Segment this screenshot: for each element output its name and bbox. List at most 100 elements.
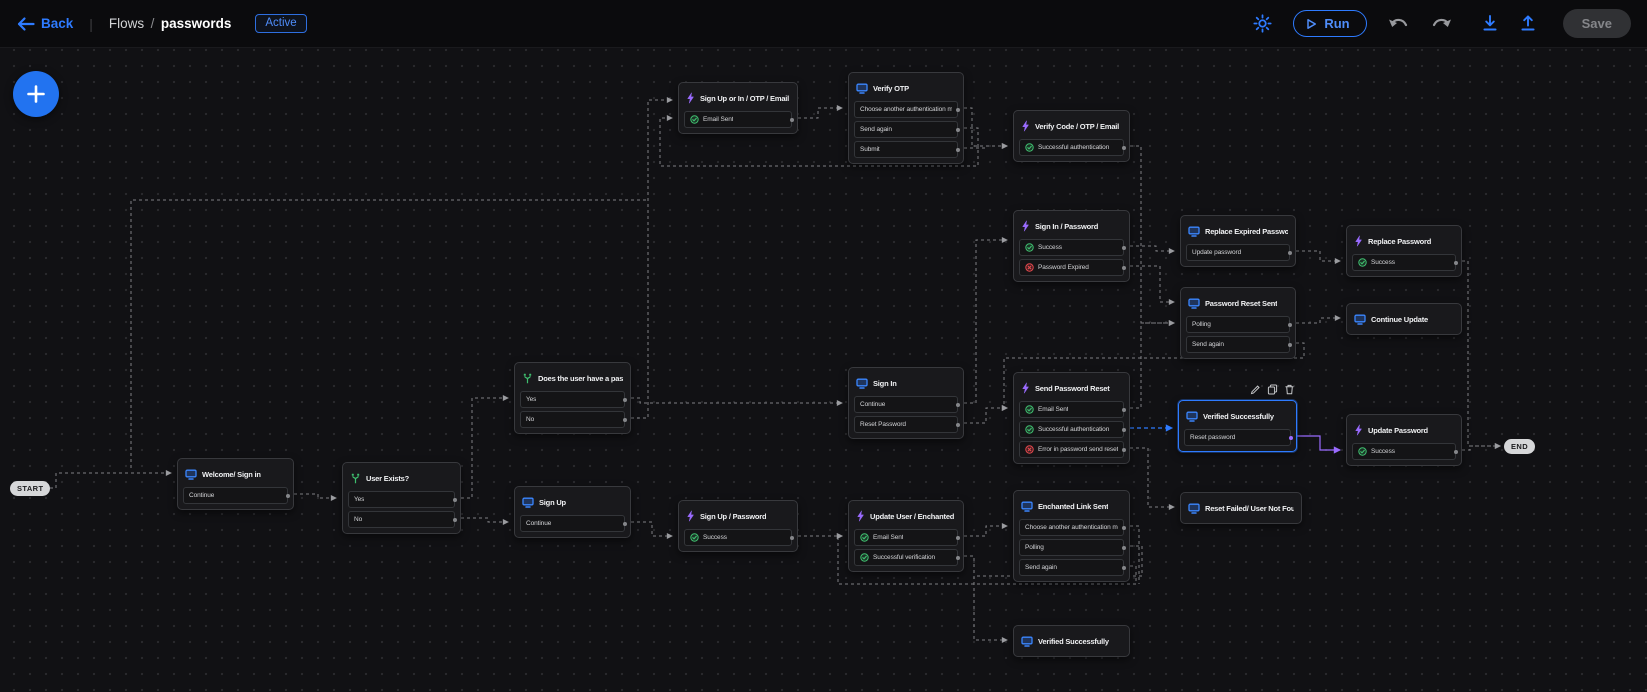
output-port[interactable] [623,397,627,402]
output-port[interactable] [1288,322,1292,327]
settings-button[interactable] [1252,13,1273,34]
output-port[interactable] [790,535,794,540]
flow-edge[interactable] [1130,265,1175,305]
undo-button[interactable] [1387,16,1410,32]
edit-node-button[interactable] [1250,384,1261,395]
flow-edge[interactable] [1297,435,1342,454]
end-badge[interactable]: END [1504,439,1536,454]
node-output-row[interactable]: No [348,511,457,528]
duplicate-node-button[interactable] [1267,384,1278,395]
output-port[interactable] [1288,250,1292,255]
node-output-row[interactable]: Polling [1186,316,1292,333]
flow-edge[interactable] [964,237,1008,404]
delete-node-button[interactable] [1284,384,1295,395]
node-output-row[interactable]: Yes [520,391,627,408]
node-output-row[interactable]: Password Expired [1019,259,1126,276]
flow-edge[interactable] [659,115,979,167]
node-output-row[interactable]: Yes [348,491,457,508]
flow-edge[interactable] [1130,525,1140,584]
output-port[interactable] [1122,545,1126,550]
import-button[interactable] [1519,14,1537,33]
export-button[interactable] [1481,14,1499,33]
output-port[interactable] [1454,449,1458,454]
output-port[interactable] [1454,260,1458,265]
output-port[interactable] [1122,245,1126,250]
flow-edge[interactable] [1130,145,1175,326]
node-output-row[interactable]: Submit [854,141,960,158]
node-output-row[interactable]: Choose another authentication method [1019,519,1126,536]
flow-edge[interactable] [1296,315,1341,324]
output-port[interactable] [956,402,960,407]
flow-edge[interactable] [798,105,843,119]
output-port[interactable] [1122,407,1126,412]
output-port[interactable] [956,535,960,540]
flow-edge[interactable] [631,397,843,406]
node-update-user-enchanted-link[interactable]: Update User / Enchanted Link /...Email S… [848,500,964,572]
node-output-row[interactable]: Successful verification [854,549,960,566]
output-port[interactable] [453,517,457,522]
output-port[interactable] [790,117,794,122]
flow-edge[interactable] [1130,447,1175,510]
node-output-row[interactable]: Continue [183,487,290,504]
node-output-row[interactable]: Send again [1186,336,1292,353]
node-output-row[interactable]: Send again [854,121,960,138]
node-output-row[interactable]: Polling [1019,539,1126,556]
output-port[interactable] [956,147,960,152]
node-output-row[interactable]: Error in password send reset [1019,441,1126,458]
output-port[interactable] [1122,525,1126,530]
start-badge[interactable]: START [10,481,51,496]
node-reset-failed-user-not-found[interactable]: Reset Failed/ User Not Found [1180,492,1302,524]
output-port[interactable] [1122,565,1126,570]
flow-edge[interactable] [294,493,337,501]
node-output-row[interactable]: Send again [1019,559,1126,576]
flow-edge[interactable] [461,517,509,525]
node-output-row[interactable]: Continue [520,515,627,532]
flow-edge[interactable] [964,107,1008,149]
breadcrumb-flows[interactable]: Flows [108,15,145,31]
save-button[interactable]: Save [1562,9,1631,38]
output-port[interactable] [1122,447,1126,452]
node-continue-update[interactable]: Continue Update [1346,303,1462,335]
output-port[interactable] [623,417,627,422]
node-output-row[interactable]: Reset Password [854,416,960,433]
node-output-row[interactable]: Email Sent [854,529,960,546]
flow-edge[interactable] [1462,443,1501,451]
flow-edge[interactable] [1130,245,1175,254]
output-port[interactable] [1122,145,1126,150]
redo-button[interactable] [1430,16,1453,32]
output-port[interactable] [1288,342,1292,347]
node-output-row[interactable]: Successful authentication [1019,421,1126,438]
output-port[interactable] [1122,265,1126,270]
output-port[interactable] [1289,435,1293,440]
back-button[interactable]: Back [16,16,73,32]
flow-edge[interactable] [964,523,1008,537]
node-output-row[interactable]: Update password [1186,244,1292,261]
node-output-row[interactable]: No [520,411,627,428]
node-verified-successfully-2[interactable]: Verified Successfully [1013,625,1130,657]
node-output-row[interactable]: Success [1019,239,1126,256]
node-output-row[interactable]: Reset password [1184,429,1293,446]
flow-edge[interactable] [130,199,648,468]
node-output-row[interactable]: Choose another authentication method [854,101,960,118]
output-port[interactable] [956,127,960,132]
output-port[interactable] [1122,427,1126,432]
output-port[interactable] [453,497,457,502]
output-port[interactable] [623,521,627,526]
node-output-row[interactable]: Email Sent [684,111,794,128]
flow-edge[interactable] [631,521,673,539]
flow-edge[interactable] [1001,342,1305,411]
